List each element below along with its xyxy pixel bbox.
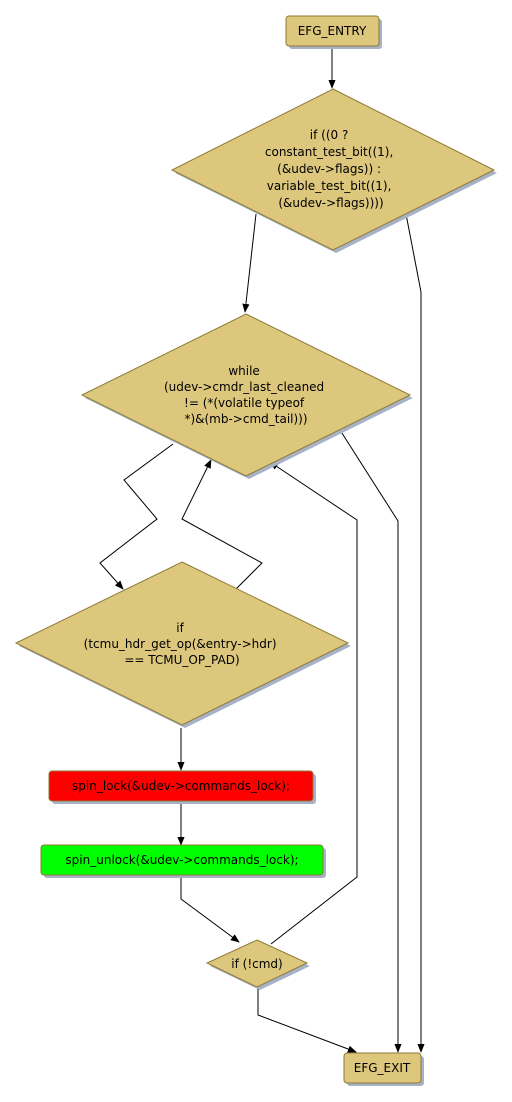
edge-while1-to-exit	[339, 429, 402, 1053]
node-entry: EFG_ENTRY	[285, 15, 380, 47]
edges	[99, 46, 425, 1053]
node-exit-label: EFG_EXIT	[354, 1061, 411, 1075]
node-entry-label: EFG_ENTRY	[298, 24, 367, 38]
edge-while1-to-if-pad	[99, 443, 174, 590]
node-cond1: if ((0 ? constant_test_bit((1), (&udev->…	[170, 88, 496, 251]
node-spin-lock-label: spin_lock(&udev->commands_lock);	[72, 779, 290, 793]
node-if-pad-label: if (tcmu_hdr_get_op(&entry->hdr) == TCMU…	[84, 621, 281, 667]
edge-cond1-to-while1	[242, 213, 257, 313]
node-cond1-label: if ((0 ? constant_test_bit((1), (&udev->…	[265, 128, 397, 210]
node-if-cmd-label: if (!cmd)	[231, 957, 282, 971]
node-spin-unlock-label: spin_unlock(&udev->commands_lock);	[65, 853, 298, 867]
edge-if-cmd-back-to-while1	[269, 461, 358, 945]
edge-unlock-to-if-cmd	[180, 877, 240, 943]
edge-if-cmd-to-exit	[257, 988, 357, 1053]
node-if-cmd: if (!cmd)	[205, 939, 309, 988]
node-while1: while (udev->cmdr_last_cleaned != (*(vol…	[80, 313, 412, 477]
node-if-pad: if (tcmu_hdr_get_op(&entry->hdr) == TCMU…	[14, 561, 350, 726]
node-while1-label: while (udev->cmdr_last_cleaned != (*(vol…	[164, 364, 328, 426]
node-spin-unlock: spin_unlock(&udev->commands_lock);	[40, 844, 324, 876]
node-exit: EFG_EXIT	[343, 1052, 422, 1084]
edge-cond1-to-exit	[405, 213, 425, 1053]
node-spin-lock: spin_lock(&udev->commands_lock);	[48, 770, 314, 802]
edge-if-pad-back-to-while1	[181, 459, 263, 590]
